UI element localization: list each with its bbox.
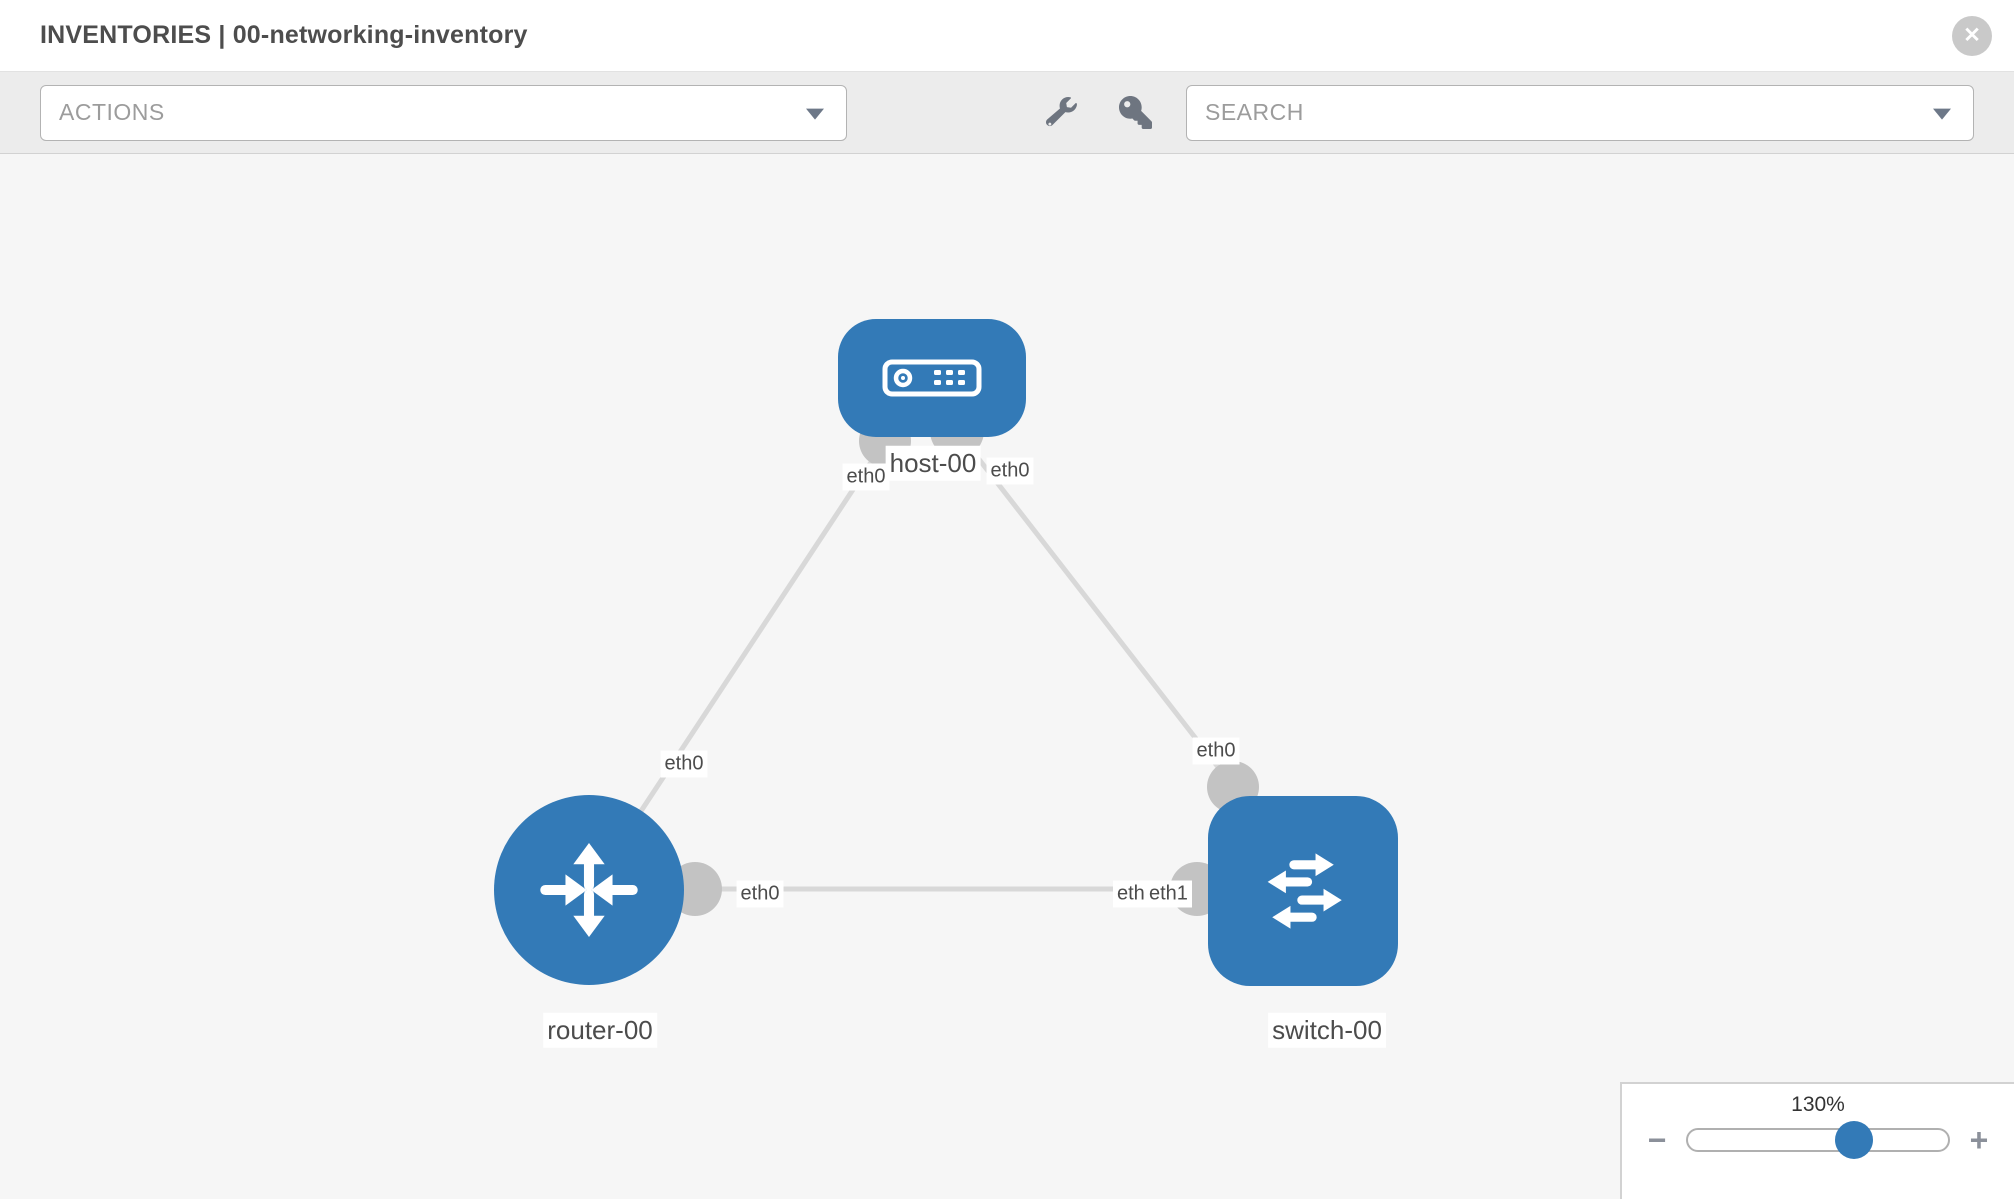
node-label-host-00: host-00	[885, 445, 981, 481]
node-label-router-00: router-00	[543, 1012, 657, 1048]
tools-button[interactable]	[1046, 97, 1077, 128]
actions-dropdown-label: ACTIONS	[59, 99, 165, 125]
interface-label-router-eth0: eth0	[736, 880, 784, 908]
node-host-00[interactable]	[838, 319, 1026, 437]
page-title: INVENTORIES | 00-networking-inventory	[40, 21, 528, 49]
zoom-out-button[interactable]: −	[1642, 1124, 1672, 1156]
interface-label-host-eth0-left: eth0	[842, 463, 890, 491]
zoom-level-label: 130%	[1791, 1093, 1845, 1116]
host-icon	[882, 359, 982, 397]
links-layer	[586, 404, 1303, 916]
interface-label-switch-eth1: eth1	[1145, 880, 1192, 908]
zoom-slider-row: − +	[1622, 1117, 2014, 1159]
interface-label-host-eth0-right: eth0	[986, 457, 1034, 485]
zoom-slider[interactable]	[1686, 1121, 1950, 1159]
actions-dropdown[interactable]: ACTIONS	[40, 84, 847, 141]
topology-canvas[interactable]: host-00 router-00 switch-00 eth0 eth0 et…	[0, 154, 2014, 1199]
node-switch-00[interactable]	[1208, 796, 1398, 986]
zoom-in-button[interactable]: +	[1964, 1124, 1994, 1156]
search-dropdown-label: SEARCH	[1205, 99, 1304, 125]
chevron-down-icon	[806, 108, 824, 120]
close-button[interactable]: ✕	[1952, 15, 1992, 56]
toolbar-icon-group	[1046, 96, 1152, 129]
close-icon: ✕	[1963, 24, 1981, 47]
chevron-down-icon	[1933, 108, 1951, 120]
switch-icon	[1267, 853, 1342, 929]
interface-label-switch-eth0: eth0	[1192, 737, 1240, 765]
node-router-00[interactable]	[494, 795, 684, 985]
node-label-switch-00: switch-00	[1268, 1012, 1386, 1048]
key-icon	[1119, 96, 1152, 129]
zoom-slider-thumb[interactable]	[1835, 1121, 1874, 1159]
credentials-button[interactable]	[1119, 96, 1152, 129]
zoom-panel: 130% − +	[1620, 1082, 2014, 1199]
interface-label-router-eth0-up: eth0	[660, 750, 708, 778]
router-icon	[540, 842, 638, 938]
toolbar: ACTIONS SEARCH	[0, 72, 2014, 154]
header: INVENTORIES | 00-networking-inventory ✕	[0, 0, 2014, 72]
search-dropdown[interactable]: SEARCH	[1186, 84, 1974, 141]
wrench-icon	[1046, 97, 1077, 127]
